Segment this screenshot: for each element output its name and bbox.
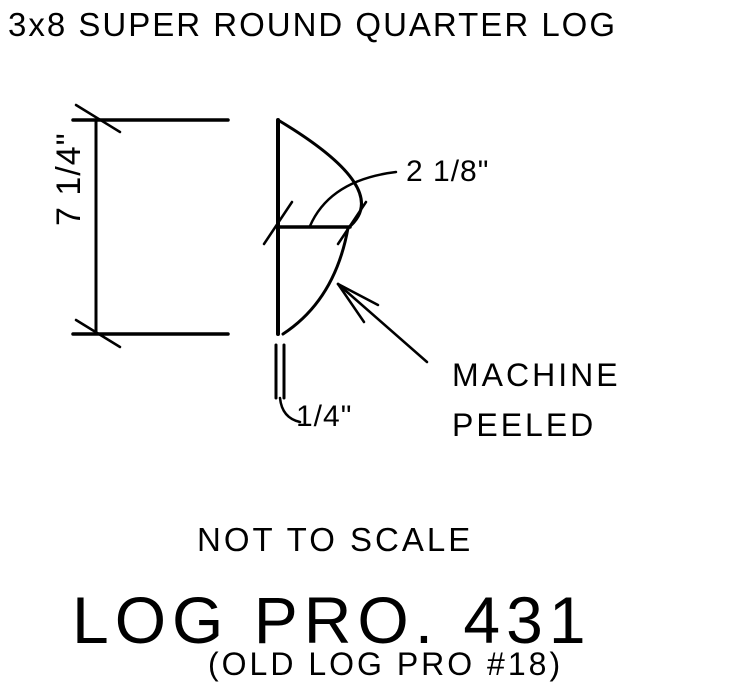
tick-mark-bottom (74, 318, 122, 349)
tick-mark-top (74, 103, 122, 134)
callout-label-line1: MACHINE (452, 357, 621, 393)
old-product-name: (OLD LOG PRO #18) (208, 646, 564, 682)
drawing-title: 3x8 SUPER ROUND QUARTER LOG (8, 6, 618, 43)
gap-leader (278, 396, 302, 424)
tick-mark-right (336, 200, 368, 246)
callout-leader (336, 282, 429, 364)
callout-label-line2: PEELED (452, 407, 597, 443)
arrowhead-b (336, 282, 366, 324)
product-name: LOG PRO. 431 (72, 583, 592, 657)
height-dimension-label: 7 1/4" (50, 132, 88, 226)
width-dimension-label: 2 1/8" (406, 155, 490, 188)
width-leader (308, 170, 398, 228)
scale-note: NOT TO SCALE (197, 521, 474, 558)
tick-mark-left (262, 200, 294, 246)
gap-dimension-label: 1/4" (296, 400, 353, 433)
arrowhead-a (336, 282, 380, 307)
